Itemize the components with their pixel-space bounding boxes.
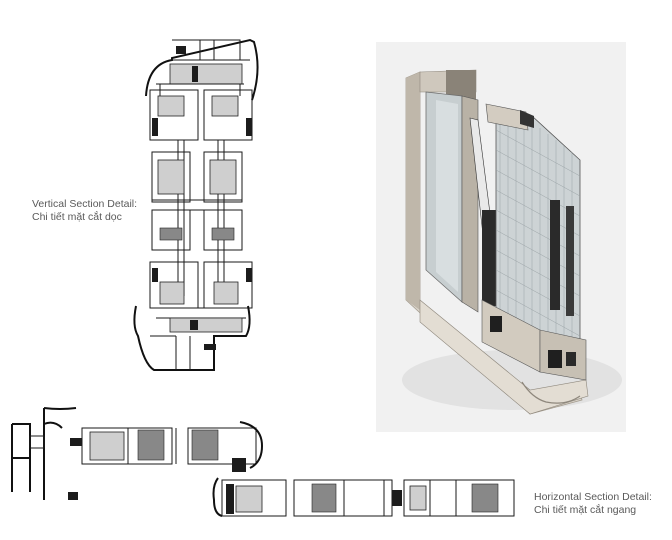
vertical-section-caption: Vertical Section Detail: Chi tiết mặt cắ…	[32, 198, 137, 224]
vertical-caption-vi: Chi tiết mặt cắt dọc	[32, 211, 122, 223]
horizontal-caption-en: Horizontal Section Detail:	[534, 491, 652, 503]
horizontal-caption-vi: Chi tiết mặt cắt ngang	[534, 504, 637, 516]
window-3d-render	[376, 42, 626, 432]
vertical-section-drawing	[133, 38, 259, 371]
vertical-caption-en: Vertical Section Detail:	[32, 198, 138, 210]
horizontal-section-drawing	[11, 407, 515, 517]
horizontal-section-caption: Horizontal Section Detail: Chi tiết mặt …	[534, 491, 652, 517]
